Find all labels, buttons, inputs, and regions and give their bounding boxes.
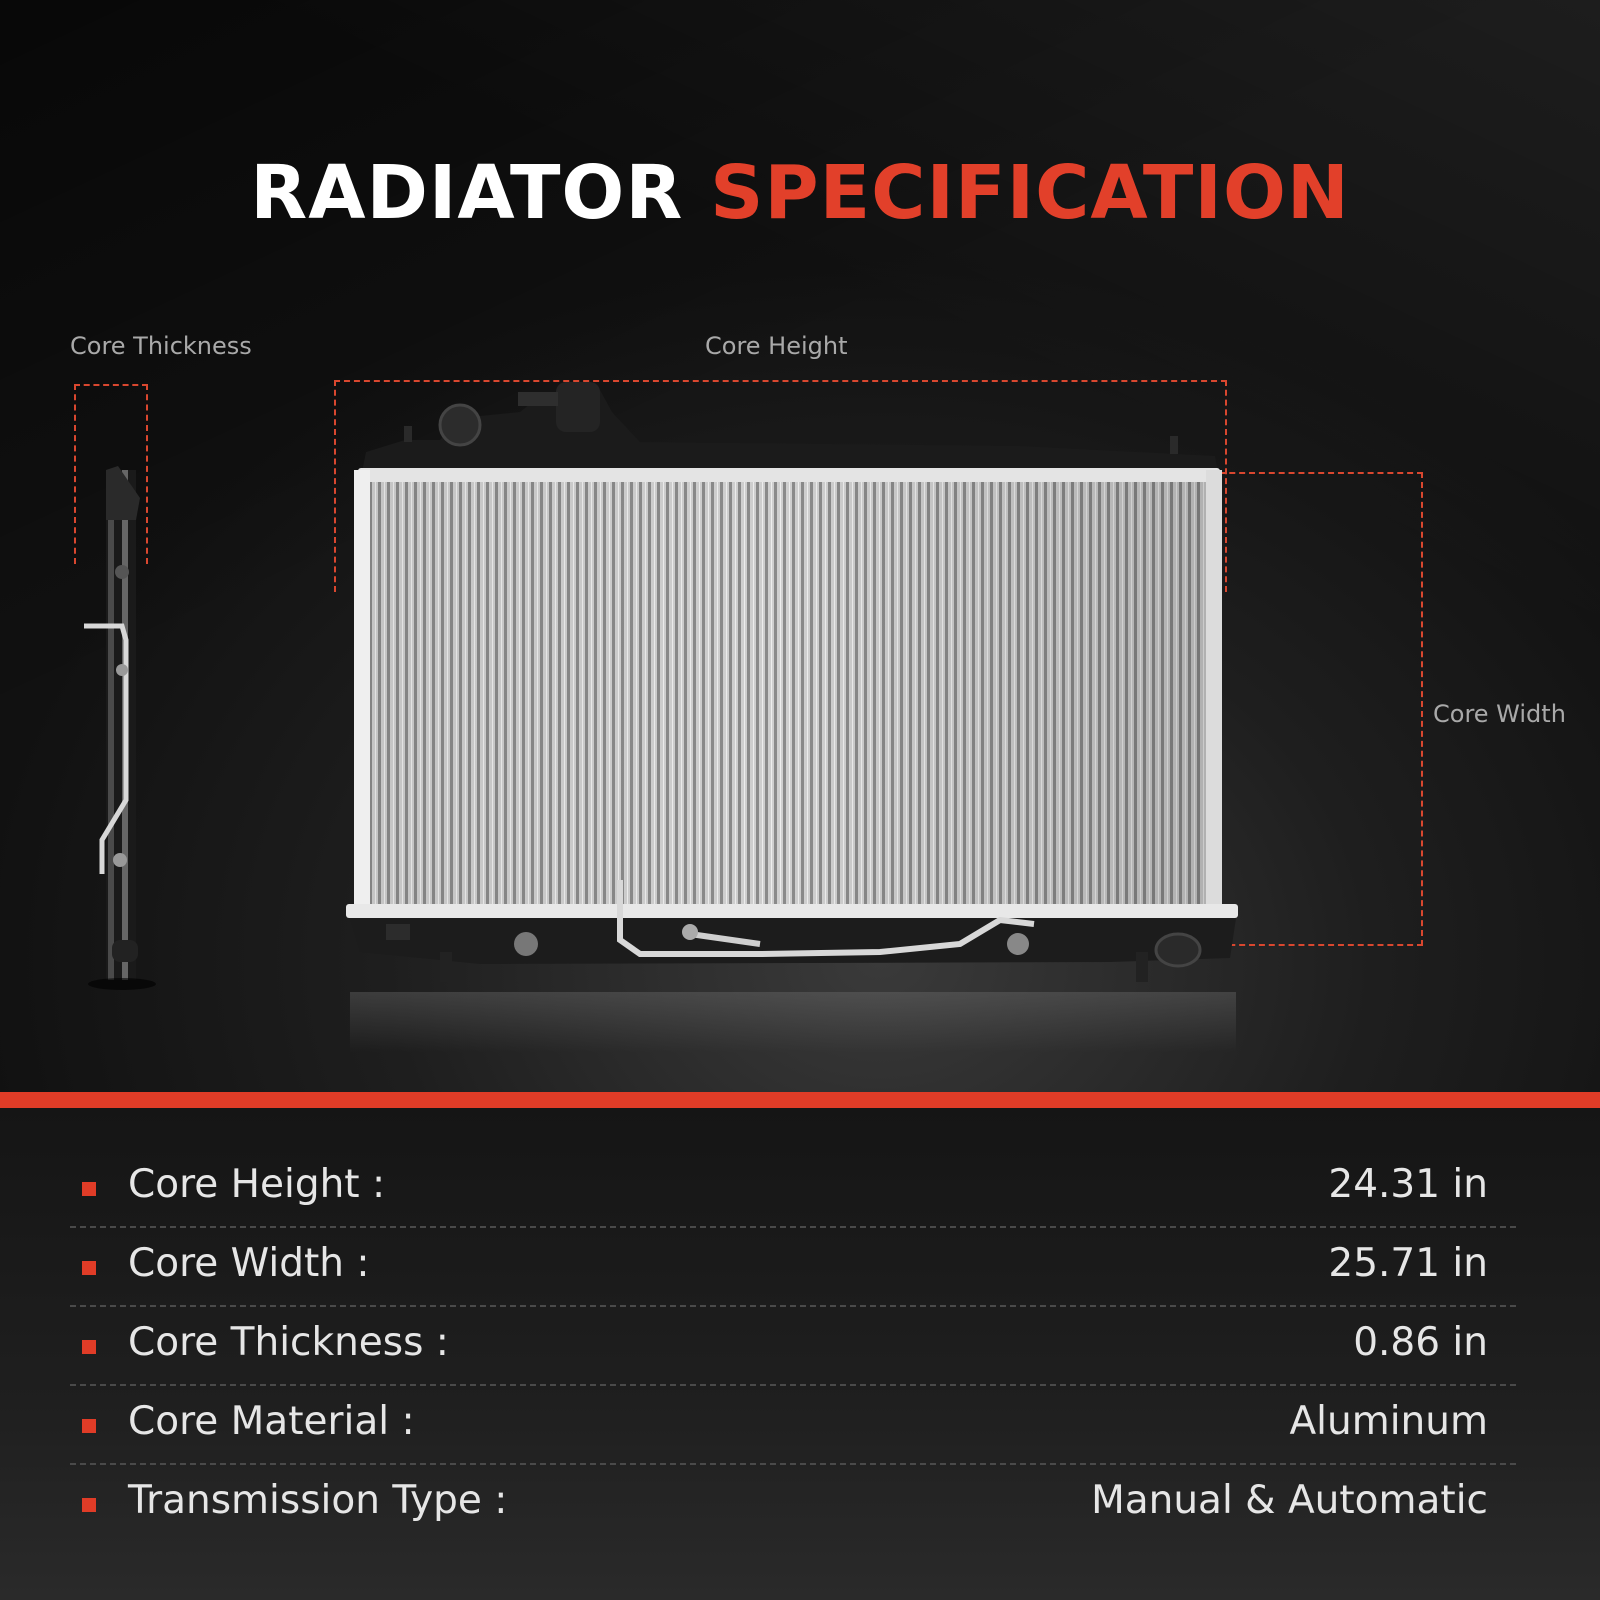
bullet-icon [82, 1498, 96, 1512]
radiator-reflection [350, 992, 1236, 1052]
spec-label: Core Thickness : [128, 1320, 449, 1365]
title-part-red: SPECIFICATION [710, 150, 1350, 236]
spec-label: Core Width : [128, 1241, 370, 1286]
spec-label: Transmission Type : [128, 1478, 508, 1523]
spec-row-core-height: Core Height : 24.31 in [70, 1148, 1516, 1228]
thickness-bracket [74, 384, 148, 564]
spec-list: Core Height : 24.31 in Core Width : 25.7… [0, 1108, 1600, 1600]
spec-value: 25.71 in [1328, 1241, 1488, 1286]
core-thickness-label: Core Thickness [70, 332, 252, 360]
radiator-front-view [346, 382, 1238, 982]
spec-row-transmission-type: Transmission Type : Manual & Automatic [70, 1464, 1516, 1544]
bullet-icon [82, 1419, 96, 1433]
height-bracket [334, 380, 1227, 592]
title-part-white: RADIATOR [250, 150, 684, 236]
core-width-label: Core Width [1433, 700, 1566, 728]
spec-row-core-width: Core Width : 25.71 in [70, 1227, 1516, 1307]
spec-value: 0.86 in [1353, 1320, 1488, 1365]
core-height-label: Core Height [705, 332, 848, 360]
spec-row-core-thickness: Core Thickness : 0.86 in [70, 1306, 1516, 1386]
spec-label: Core Material : [128, 1399, 415, 1444]
spec-label: Core Height : [128, 1162, 386, 1207]
bullet-icon [82, 1261, 96, 1275]
width-bracket [1170, 472, 1423, 946]
bullet-icon [82, 1182, 96, 1196]
bullet-icon [82, 1340, 96, 1354]
spec-value: 24.31 in [1328, 1162, 1488, 1207]
radiator-illustration [84, 382, 1238, 1052]
spec-value: Manual & Automatic [1091, 1478, 1488, 1523]
radiator-side-view [84, 466, 156, 990]
page-title: RADIATOR SPECIFICATION [0, 150, 1600, 236]
spec-value: Aluminum [1289, 1399, 1489, 1444]
spec-row-core-material: Core Material : Aluminum [70, 1385, 1516, 1465]
section-divider [0, 1092, 1600, 1108]
